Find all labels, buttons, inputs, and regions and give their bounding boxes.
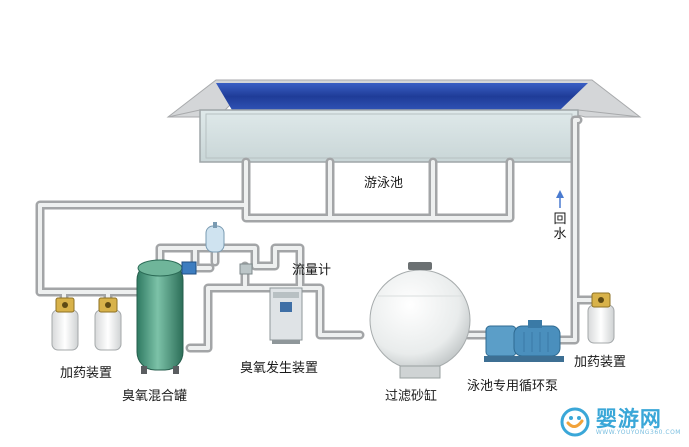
brand-name: 婴游网 [596,409,681,430]
swimming-pool [168,80,640,162]
flow-meter-label: 流量计 [292,259,331,278]
dosing-unit-right [588,293,614,343]
pool-basin [200,110,578,162]
pool-water [216,83,588,110]
ozone-generator-label: 臭氧发生装置 [240,357,318,376]
sand-filter [370,262,470,378]
brand-url: WWW.YOUYONG360.COM [596,430,681,436]
control-box [182,262,196,274]
dosing-left-label: 加药装置 [60,362,112,381]
pressure-vessel [206,222,224,252]
ozone-tank-label: 臭氧混合罐 [122,385,187,404]
sand-filter-label: 过滤砂缸 [385,385,437,404]
dosing-unit-left-1 [52,298,78,350]
pool-label: 游泳池 [364,172,403,191]
dosing-right-label: 加药装置 [574,351,626,370]
dosing-unit-left-2 [95,298,121,350]
ozone-mixing-tank [137,260,183,374]
watermark: 婴游网 WWW.YOUYONG360.COM [560,407,681,437]
return-flow-arrow [556,190,564,208]
brand-logo-icon [560,407,590,437]
return-water-label: 回水 [553,212,567,242]
pump-label: 泳池专用循环泵 [467,375,558,394]
flow-meter [240,264,252,274]
ozone-generator [270,288,302,344]
circulation-pump [484,320,564,362]
